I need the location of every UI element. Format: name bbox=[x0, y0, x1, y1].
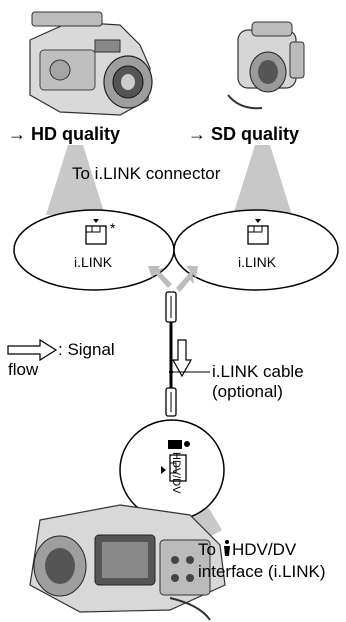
sd-camcorder-illustration bbox=[227, 21, 305, 110]
sd-ilink-icon bbox=[247, 219, 269, 245]
interface-label-prefix: To bbox=[198, 540, 216, 559]
sd-port-label: i.LINK bbox=[238, 254, 277, 270]
hd-quality-label: → HD quality bbox=[8, 124, 120, 144]
hd-port-label: i.LINK bbox=[74, 254, 113, 270]
source-port-label: HDV/DV bbox=[170, 452, 182, 494]
hd-port-marker: * bbox=[110, 220, 116, 236]
hd-port-oval bbox=[13, 209, 175, 291]
split-arrows bbox=[148, 266, 198, 292]
interface-label-line2: interface (i.LINK) bbox=[198, 562, 326, 581]
hdv-dv-port-icon bbox=[161, 440, 190, 482]
source-camcorder-illustration bbox=[29, 504, 226, 621]
interface-label-line1: To HDV/DV bbox=[198, 540, 296, 560]
interface-label-rest: HDV/DV bbox=[231, 540, 297, 559]
legend-arrow-icon bbox=[7, 338, 58, 362]
hd-arrow: → bbox=[8, 124, 26, 144]
hd-camcorder-illustration bbox=[29, 11, 153, 116]
hd-ilink-icon bbox=[85, 219, 107, 245]
sd-quality-label: → SD quality bbox=[188, 124, 299, 144]
signal-flow-arrow bbox=[171, 339, 193, 378]
sd-label-text: SD quality bbox=[211, 124, 300, 144]
sd-arrow: → bbox=[188, 124, 206, 144]
ilink-logo-icon bbox=[224, 540, 230, 556]
cable-label: i.LINK cable bbox=[212, 362, 304, 381]
heading: To i.LINK connector bbox=[72, 164, 221, 183]
cable-label-line2: (optional) bbox=[212, 382, 283, 401]
hd-pointer bbox=[46, 145, 105, 215]
sd-port-oval bbox=[173, 209, 339, 291]
ilink-cable bbox=[165, 291, 177, 417]
hd-label-text: HD quality bbox=[31, 124, 121, 144]
sd-pointer bbox=[233, 145, 292, 215]
legend-label: : Signal bbox=[58, 340, 115, 359]
legend-label-line2: flow bbox=[8, 360, 39, 379]
